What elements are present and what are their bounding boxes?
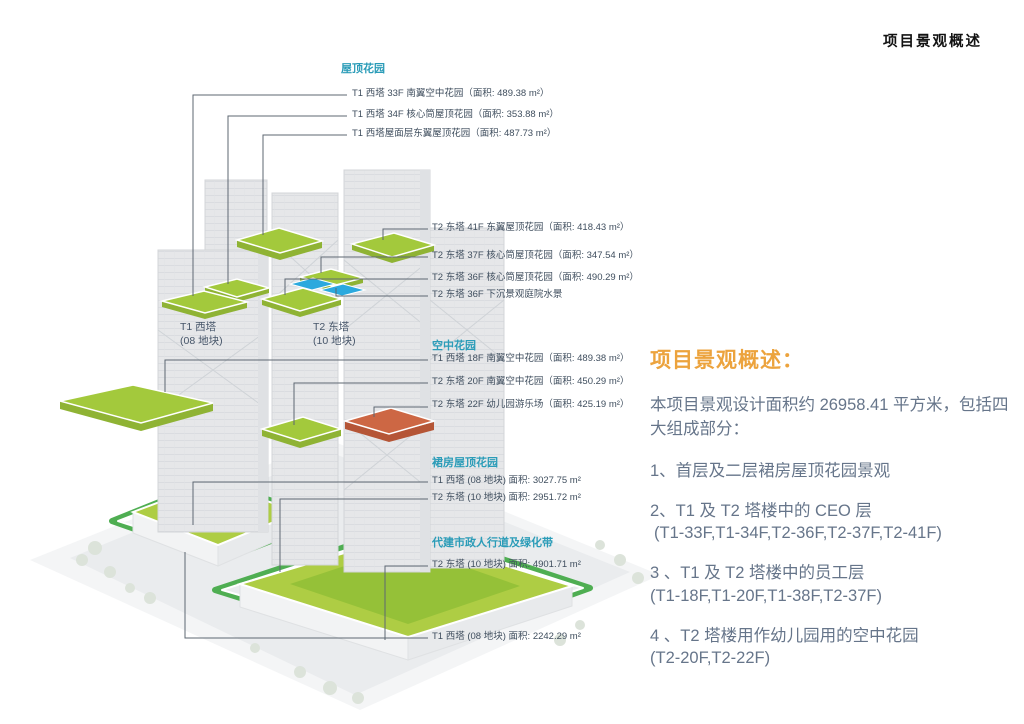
water-features <box>288 277 367 297</box>
callout-t1-34f: T1 西塔 34F 核心筒屋顶花园（面积: 353.88 m²） <box>352 109 559 120</box>
callout-ground-t1: T1 西塔 (08 地块) 面积: 2242.29 m² <box>432 631 581 642</box>
panel-intro: 本项目景观设计面积约 26958.41 平方米，包括四大组成部分： <box>650 396 1009 438</box>
panel-item-4-line1: 4 、T2 塔楼用作幼儿园用的空中花园 <box>650 626 919 645</box>
tower-t1-name: T1 西塔 <box>180 321 217 333</box>
tower-t1-plot: (08 地块) <box>180 335 223 348</box>
callout-t1-roof: T1 西塔屋面层东翼屋顶花园（面积: 487.73 m²） <box>352 128 557 139</box>
tower-t2-name: T2 东塔 <box>313 321 350 333</box>
tower-label-t1: T1 西塔 (08 地块) <box>180 320 223 348</box>
roof-platforms <box>59 227 437 448</box>
panel-item-3-line2: (T1-18F,T1-20F,T1-38F,T2-37F) <box>650 586 882 605</box>
panel-item-2-line1: 2、T1 及 T2 塔楼中的 CEO 层 <box>650 501 872 520</box>
callout-t2-36f-water: T2 东塔 36F 下沉景观庭院水景 <box>432 289 563 300</box>
callout-podium-t1: T1 西塔 (08 地块) 面积: 3027.75 m² <box>432 475 581 486</box>
leader-lines <box>164 94 428 640</box>
panel-item-1: 1、首层及二层裙房屋顶花园景观 <box>650 460 1022 483</box>
overview-panel: 项目景观概述： 本项目景观设计面积约 26958.41 平方米，包括四大组成部分… <box>650 344 1022 687</box>
callout-t2-20f: T2 东塔 20F 南翼空中花园（面积: 450.29 m²） <box>432 376 630 387</box>
panel-item-1-line1: 1、首层及二层裙房屋顶花园景观 <box>650 461 891 480</box>
kindergarten-terrace <box>342 407 437 442</box>
callout-t1-18f: T1 西塔 18F 南翼空中花园（面积: 489.38 m²） <box>432 353 630 364</box>
panel-item-2-line2: (T1-33F,T1-34F,T2-36F,T2-37F,T2-41F) <box>654 524 942 543</box>
callout-sky-garden-title: 空中花园 <box>432 340 476 352</box>
callout-t2-36f: T2 东塔 36F 核心筒屋顶花园（面积: 490.29 m²） <box>432 272 639 283</box>
panel-item-2: 2、T1 及 T2 塔楼中的 CEO 层 (T1-33F,T1-34F,T2-3… <box>650 500 1022 546</box>
callout-roof-garden-title: 屋顶花园 <box>341 63 385 75</box>
callout-greenbelt-t2: T2 东塔 (10 地块) 面积: 4901.71 m² <box>432 559 581 570</box>
callout-podium-garden-title: 裙房屋顶花园 <box>432 457 498 469</box>
callout-t1-33f: T1 西塔 33F 南翼空中花园（面积: 489.38 m²） <box>352 88 550 99</box>
callout-t2-22f: T2 东塔 22F 幼儿园游乐场（面积: 425.19 m²） <box>432 399 630 410</box>
callout-greenbelt-title: 代建市政人行道及绿化带 <box>432 537 553 549</box>
tower-label-t2: T2 东塔 (10 地块) <box>313 320 356 348</box>
panel-item-3-line1: 3 、T1 及 T2 塔楼中的员工层 <box>650 564 865 583</box>
panel-item-4: 4 、T2 塔楼用作幼儿园用的空中花园 (T2-20F,T2-22F) <box>650 625 1022 671</box>
page-title: 项目景观概述 <box>883 34 982 50</box>
panel-item-3: 3 、T1 及 T2 塔楼中的员工层 (T1-18F,T1-20F,T1-38F… <box>650 562 1022 608</box>
panel-heading: 项目景观概述： <box>650 349 804 372</box>
panel-item-4-line2: (T2-20F,T2-22F) <box>650 649 771 668</box>
tower-t2-plot: (10 地块) <box>313 335 356 348</box>
callout-podium-t2: T2 东塔 (10 地块) 面积: 2951.72 m² <box>432 492 581 503</box>
callout-t2-37f: T2 东塔 37F 核心筒屋顶花园（面积: 347.54 m²） <box>432 250 639 261</box>
callout-t2-41f: T2 东塔 41F 东翼屋顶花园（面积: 418.43 m²） <box>432 222 630 233</box>
